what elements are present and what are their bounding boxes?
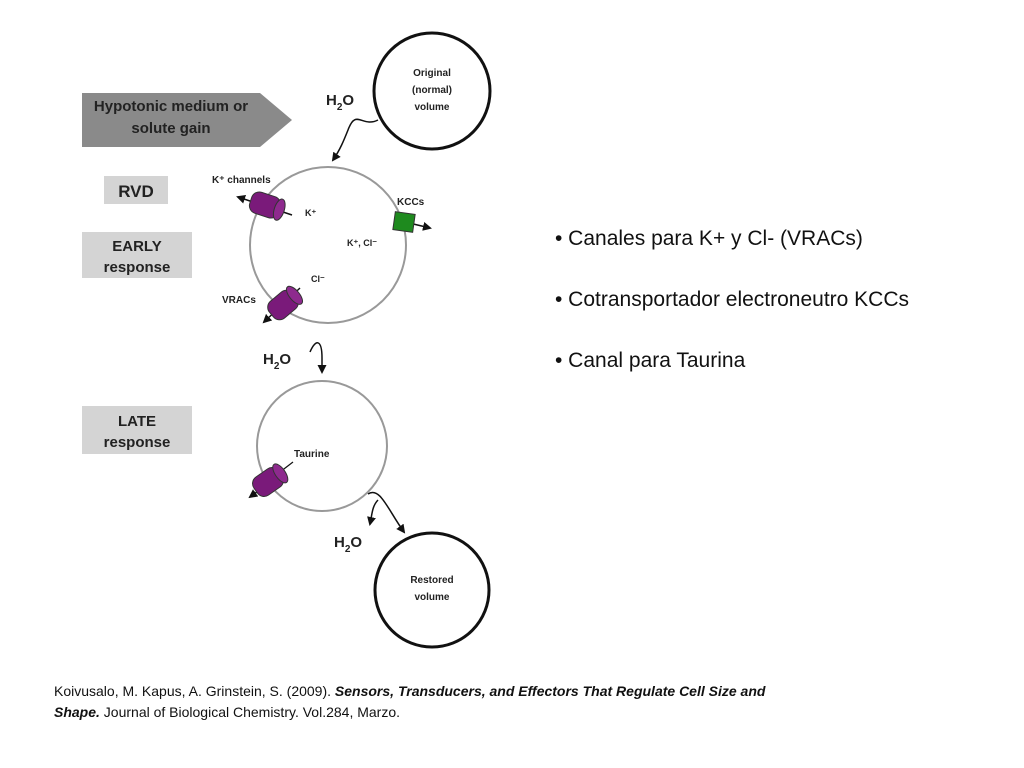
water-influx-arrow [331, 118, 379, 162]
rvd-diagram: Hypotonic medium or solute gain RVD EARL… [82, 31, 492, 649]
bullet-taurine: • Canal para Taurina [555, 349, 746, 372]
citation-journal: Journal of Biological Chemistry. Vol.284… [99, 704, 401, 720]
water-efflux-arrow-early [309, 342, 327, 374]
water-efflux-arrow-late-short [367, 499, 379, 526]
citation-title: Sensors, Transducers, and Effectors That… [54, 683, 766, 720]
kcc-icon [392, 211, 432, 233]
restored-label-line1: Restored [410, 575, 453, 586]
cl-ion-label: Cl⁻ [311, 274, 325, 284]
vracs-label: VRACs [222, 295, 256, 306]
restored-volume-cell: Restored volume [373, 531, 491, 649]
original-label-line1: Original [413, 68, 451, 79]
late-label-line1: LATE [118, 413, 156, 430]
bullet-kccs: • Cotransportador electroneutro KCCs [555, 288, 910, 311]
restored-label-line2: volume [414, 592, 449, 603]
svg-text:H2O: H2O [326, 92, 354, 113]
k-cl-label: K⁺, Cl⁻ [347, 238, 377, 248]
kccs-label: KCCs [397, 197, 425, 208]
original-label-line3: volume [414, 102, 449, 113]
water-efflux-label-late: H2O [334, 534, 362, 555]
early-label-line2: response [104, 259, 171, 276]
water-efflux-arrow-late-long [367, 491, 406, 534]
hypotonic-label-line2: solute gain [131, 120, 210, 137]
k-ion-label: K⁺ [305, 208, 316, 218]
water-influx-label: H2O [326, 92, 354, 113]
citation-authors: Koivusalo, M. Kapus, A. Grinstein, S. (2… [54, 683, 335, 699]
k-channels-label: K⁺ channels [212, 175, 271, 186]
bullet-vracs: • Canales para K+ y Cl- (VRACs) [555, 227, 863, 250]
taurine-label: Taurine [294, 449, 330, 460]
svg-text:H2O: H2O [334, 534, 362, 555]
taurine-channel-icon [248, 461, 294, 499]
original-label-line2: (normal) [412, 85, 452, 96]
svg-text:H2O: H2O [263, 351, 291, 372]
hypotonic-medium-box: Hypotonic medium or solute gain [82, 93, 292, 147]
water-efflux-label-early: H2O [263, 351, 291, 372]
hypotonic-label-line1: Hypotonic medium or [94, 98, 248, 115]
k-channel-icon [236, 191, 293, 221]
vrac-icon [262, 285, 304, 324]
rvd-label: RVD [118, 182, 154, 201]
early-label-line1: EARLY [112, 238, 161, 255]
citation: Koivusalo, M. Kapus, A. Grinstein, S. (2… [54, 681, 774, 723]
bullet-list: • Canales para K+ y Cl- (VRACs) • Cotran… [555, 224, 915, 407]
early-response-box: EARLY response [82, 232, 192, 278]
original-volume-cell: Original (normal) volume [372, 31, 492, 151]
late-response-box: LATE response [82, 406, 192, 454]
late-label-line2: response [104, 434, 171, 451]
early-response-cell [249, 166, 407, 324]
late-response-cell [256, 380, 388, 512]
rvd-box: RVD [104, 176, 168, 204]
